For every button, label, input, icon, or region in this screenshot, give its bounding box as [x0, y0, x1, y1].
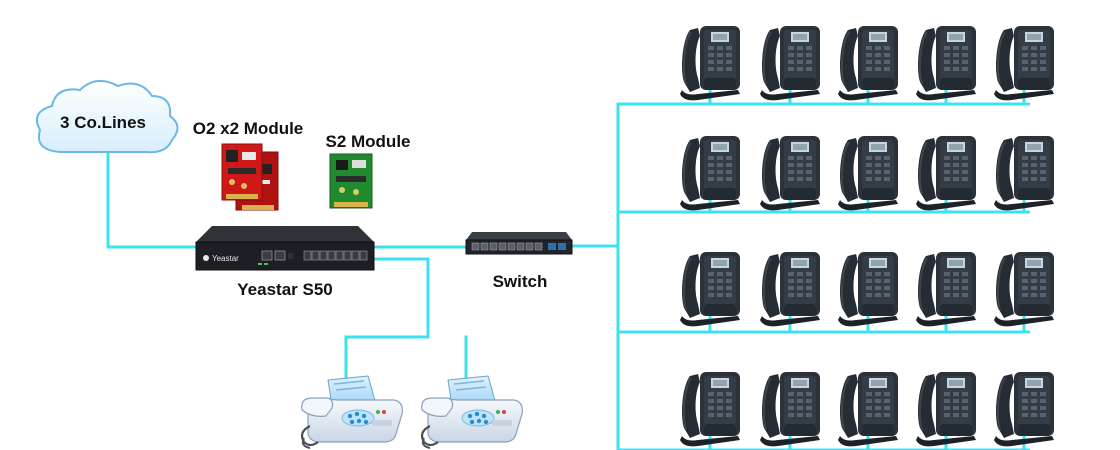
pbx-device: Yeastar Yeastar S50 [195, 226, 375, 299]
network-switch: Switch [465, 232, 573, 291]
ip-phone-r3-c2-icon [759, 251, 821, 328]
ip-phone-r4-c1-icon [679, 371, 741, 448]
pbx-label: Yeastar S50 [237, 280, 332, 299]
ip-phone-grid [679, 25, 1055, 448]
ip-phone-r3-c4-icon [915, 251, 977, 328]
ip-phone-r2-c1-icon [679, 135, 741, 212]
ip-phone-r4-c2-icon [759, 371, 821, 448]
o2-board-front [221, 143, 263, 201]
ip-phone-r4-c3-icon [837, 371, 899, 448]
pbx-port-bank [303, 250, 368, 261]
s2-module-label: S2 Module [325, 132, 410, 151]
ip-phone-r1-c5-icon [993, 25, 1055, 102]
ip-phone-r1-c4-icon [915, 25, 977, 102]
cable-lines [106, 102, 620, 450]
cloud-label: 3 Co.Lines [60, 113, 146, 132]
switch-label: Switch [493, 272, 548, 291]
o2-module-label: O2 x2 Module [193, 119, 304, 138]
ip-phone-r1-c2-icon [759, 25, 821, 102]
ip-phone-r1-c1-icon [679, 25, 741, 102]
ip-phone-r4-c5-icon [993, 371, 1055, 448]
ip-phone-r1-c3-icon [837, 25, 899, 102]
ip-phone-r3-c3-icon [837, 251, 899, 328]
fax-machine-1 [300, 374, 404, 450]
cloud-co-lines: 3 Co.Lines [36, 79, 179, 154]
ip-phone-r2-c3-icon [837, 135, 899, 212]
cable-pbx-to-fax [344, 257, 468, 380]
fax-machine-2 [420, 374, 524, 450]
ip-phone-r3-c1-icon [679, 251, 741, 328]
pbx-brand-label: Yeastar [212, 254, 239, 263]
phone-wiring [618, 90, 1030, 450]
s2-module: S2 Module [325, 132, 411, 209]
ip-phone-r3-c5-icon [993, 251, 1055, 328]
ip-phone-r4-c4-icon [915, 371, 977, 448]
ip-phone-r2-c4-icon [915, 135, 977, 212]
ip-phone-r2-c5-icon [993, 135, 1055, 212]
cable-cloud-to-pbx [106, 148, 198, 249]
ip-phone-r2-c2-icon [759, 135, 821, 212]
o2-module: O2 x2 Module [193, 119, 304, 211]
fax-group [300, 374, 524, 450]
